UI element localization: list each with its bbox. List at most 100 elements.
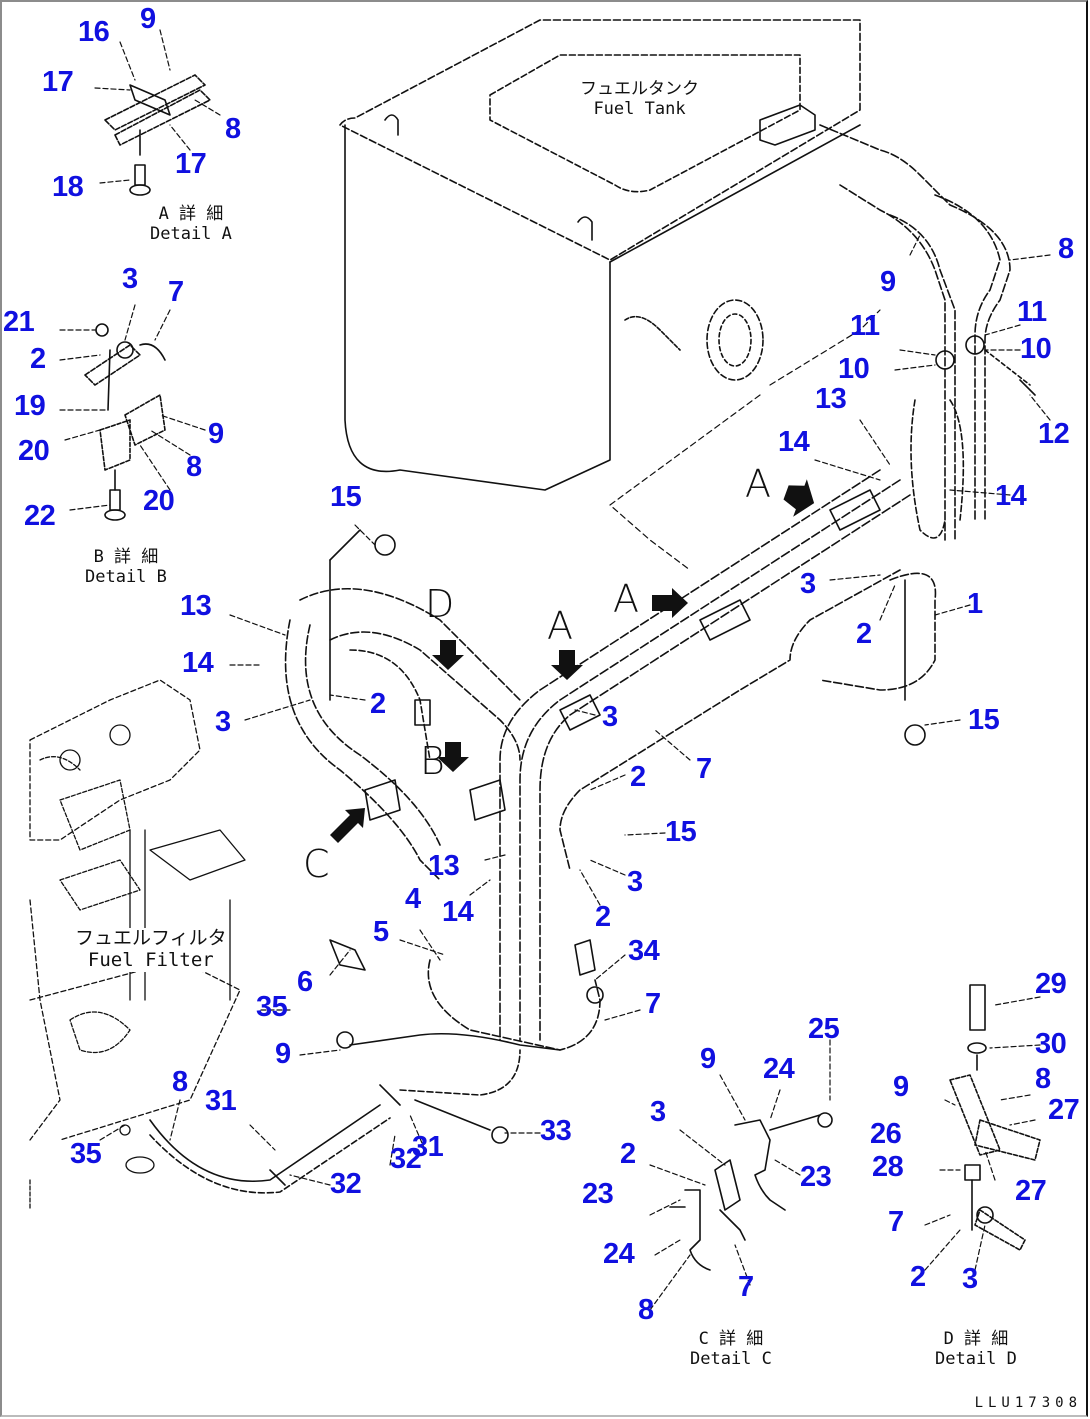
arrow-icon — [437, 742, 469, 772]
part-callout-14: 14 — [778, 426, 810, 458]
part-callout-3: 3 — [602, 701, 618, 733]
part-callout-34: 34 — [628, 935, 660, 967]
part-callout-2: 2 — [910, 1261, 926, 1293]
part-callout-9: 9 — [208, 418, 224, 450]
part-callout-31: 31 — [412, 1131, 444, 1163]
part-callout-9: 9 — [893, 1071, 909, 1103]
part-callout-22: 22 — [24, 500, 56, 532]
detail-c-caption-jp: C 詳 細 — [698, 1329, 764, 1349]
part-callout-23: 23 — [800, 1161, 832, 1193]
part-callout-14: 14 — [182, 647, 214, 679]
view-marker-b: B — [420, 739, 445, 783]
part-callout-27: 27 — [1015, 1175, 1047, 1207]
part-callout-13: 13 — [180, 590, 212, 622]
part-callout-7: 7 — [888, 1206, 904, 1238]
detail-a-sketch — [104, 74, 211, 196]
arrow-icon — [330, 808, 365, 843]
part-callout-3: 3 — [650, 1096, 666, 1128]
loop-hoses — [284, 529, 521, 881]
part-callout-14: 14 — [995, 480, 1027, 512]
part-callout-10: 10 — [1020, 333, 1052, 365]
part-callout-2: 2 — [620, 1138, 636, 1170]
part-callout-18: 18 — [52, 171, 84, 203]
part-callout-35: 35 — [256, 991, 288, 1023]
part-callout-15: 15 — [330, 481, 362, 513]
detail-a-caption-en: Detail A — [150, 223, 232, 244]
view-marker-a: A — [547, 604, 573, 648]
part-callout-5: 5 — [373, 916, 389, 948]
part-callout-3: 3 — [627, 866, 643, 898]
detail-c-caption: C 詳 細 Detail C — [690, 1329, 772, 1369]
part-callout-8: 8 — [1035, 1063, 1051, 1095]
part-callout-30: 30 — [1035, 1028, 1067, 1060]
fuel-filter-label: フュエルフィルタ Fuel Filter — [75, 927, 227, 972]
detail-d-sketch — [949, 984, 1041, 1251]
part-callout-9: 9 — [275, 1038, 291, 1070]
leader-lines — [59, 29, 1051, 1311]
part-callout-21: 21 — [3, 306, 35, 338]
drawing-number: LLU17308 — [974, 1395, 1082, 1411]
part-callout-8: 8 — [225, 113, 241, 145]
part-callout-9: 9 — [700, 1043, 716, 1075]
part-callout-33: 33 — [540, 1115, 572, 1147]
part-callout-16: 16 — [78, 16, 110, 48]
part-callout-15: 15 — [665, 816, 697, 848]
detail-d-caption-jp: D 詳 細 — [943, 1329, 1009, 1349]
part-callout-2: 2 — [370, 688, 386, 720]
view-marker-a: A — [745, 462, 771, 506]
part-callout-11: 11 — [1017, 296, 1047, 328]
detail-b-caption-en: Detail B — [85, 566, 167, 587]
part-callout-32: 32 — [330, 1168, 362, 1200]
view-connector-lines — [609, 309, 881, 571]
part-callout-17: 17 — [175, 148, 207, 180]
part-callout-3: 3 — [800, 568, 816, 600]
part-callout-7: 7 — [696, 753, 712, 785]
part-callout-14: 14 — [442, 896, 474, 928]
detail-d-caption: D 詳 細 Detail D — [935, 1329, 1017, 1369]
part-callout-8: 8 — [186, 451, 202, 483]
part-callout-15: 15 — [968, 704, 1000, 736]
part-callout-7: 7 — [645, 988, 661, 1020]
part-callout-3: 3 — [215, 706, 231, 738]
view-arrows — [330, 479, 815, 843]
part-callout-13: 13 — [428, 850, 460, 882]
fuel-tank-label-jp: フュエルタンク — [580, 79, 699, 99]
engine-block — [29, 679, 246, 1211]
part-callout-9: 9 — [140, 3, 156, 35]
part-callout-13: 13 — [815, 383, 847, 415]
detail-c-sketch — [669, 1112, 833, 1271]
part-callout-11: 11 — [850, 310, 880, 342]
part-callout-29: 29 — [1035, 968, 1067, 1000]
fuel-tank-label: フュエルタンク Fuel Tank — [580, 79, 699, 119]
part-callout-8: 8 — [172, 1066, 188, 1098]
detail-b-caption: B 詳 細 Detail B — [85, 547, 167, 587]
part-callout-8: 8 — [638, 1294, 654, 1326]
lower-hoses — [149, 939, 604, 1194]
part-callout-24: 24 — [603, 1238, 635, 1270]
part-callout-2: 2 — [856, 618, 872, 650]
fuel-filter-label-en: Fuel Filter — [87, 948, 214, 971]
part-callout-32: 32 — [390, 1143, 422, 1175]
detail-d-caption-en: Detail D — [935, 1348, 1017, 1369]
part-callout-28: 28 — [872, 1151, 904, 1183]
part-callout-26: 26 — [870, 1118, 902, 1150]
detail-b-sketch — [84, 323, 166, 521]
hose-bundle — [499, 469, 937, 1041]
part-callout-7: 7 — [168, 276, 184, 308]
part-callout-35: 35 — [70, 1138, 102, 1170]
view-marker-c: C — [303, 842, 330, 886]
detail-c-caption-en: Detail C — [690, 1348, 772, 1369]
tank-hoses — [819, 124, 1036, 541]
part-callout-8: 8 — [1058, 233, 1074, 265]
part-callout-10: 10 — [838, 353, 870, 385]
part-callout-17: 17 — [42, 66, 74, 98]
arrow-icon — [432, 640, 464, 670]
part-callout-31: 31 — [205, 1085, 237, 1117]
detail-b-caption-jp: B 詳 細 — [93, 547, 159, 567]
part-callout-2: 2 — [595, 901, 611, 933]
fuel-tank — [339, 19, 861, 491]
fuel-tank-label-en: Fuel Tank — [593, 98, 686, 119]
part-callout-2: 2 — [30, 343, 46, 375]
arrow-icon — [783, 479, 815, 517]
